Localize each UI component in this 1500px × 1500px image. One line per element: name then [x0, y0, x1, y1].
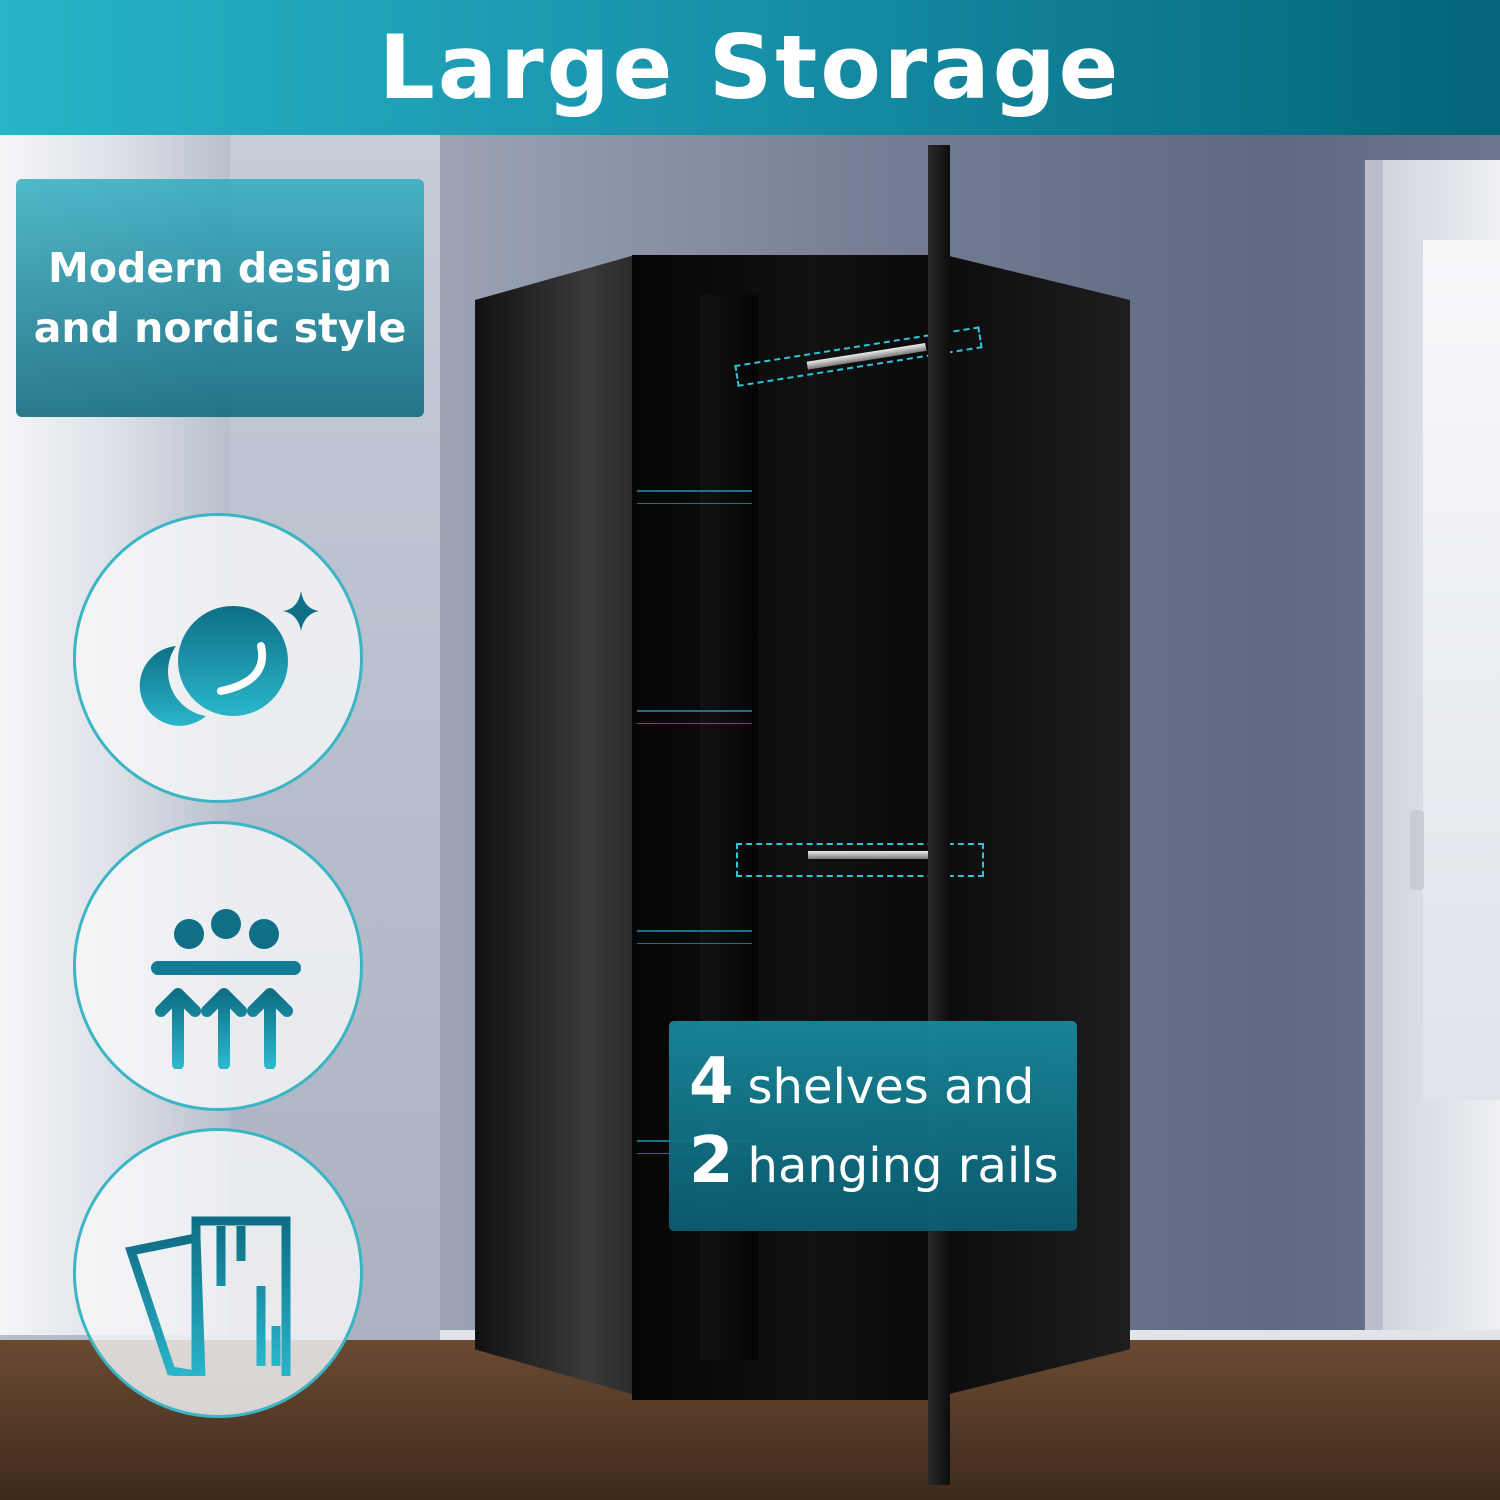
wardrobe-door-open [928, 145, 950, 1485]
title-banner: Large Storage [0, 0, 1500, 135]
shelf [637, 710, 752, 724]
shelf [637, 930, 752, 944]
wardrobe-side-panel [475, 255, 635, 1395]
load-bearing-arrows-icon [151, 909, 301, 1069]
rail-count: 2 [689, 1124, 734, 1198]
shelf [637, 490, 752, 504]
documents-icon [125, 1216, 291, 1376]
shelf-count: 4 [689, 1045, 734, 1119]
bubbles-sparkle-icon [139, 591, 319, 726]
feature-line: Modern design [48, 244, 392, 292]
feature-circle-documents [73, 1128, 363, 1418]
feature-circle-easy-clean [73, 513, 363, 803]
feature-line: and nordic style [33, 304, 407, 352]
feature-circle-load-bearing [73, 821, 363, 1111]
hanging-rail-highlight [736, 843, 984, 877]
door-handle [1410, 810, 1424, 890]
page-title: Large Storage [378, 16, 1122, 119]
feature-box: Modern design and nordic style [16, 179, 424, 417]
balcony-door [1365, 160, 1500, 1420]
info-text: shelves and [747, 1059, 1035, 1115]
info-text: hanging rails [747, 1138, 1059, 1194]
